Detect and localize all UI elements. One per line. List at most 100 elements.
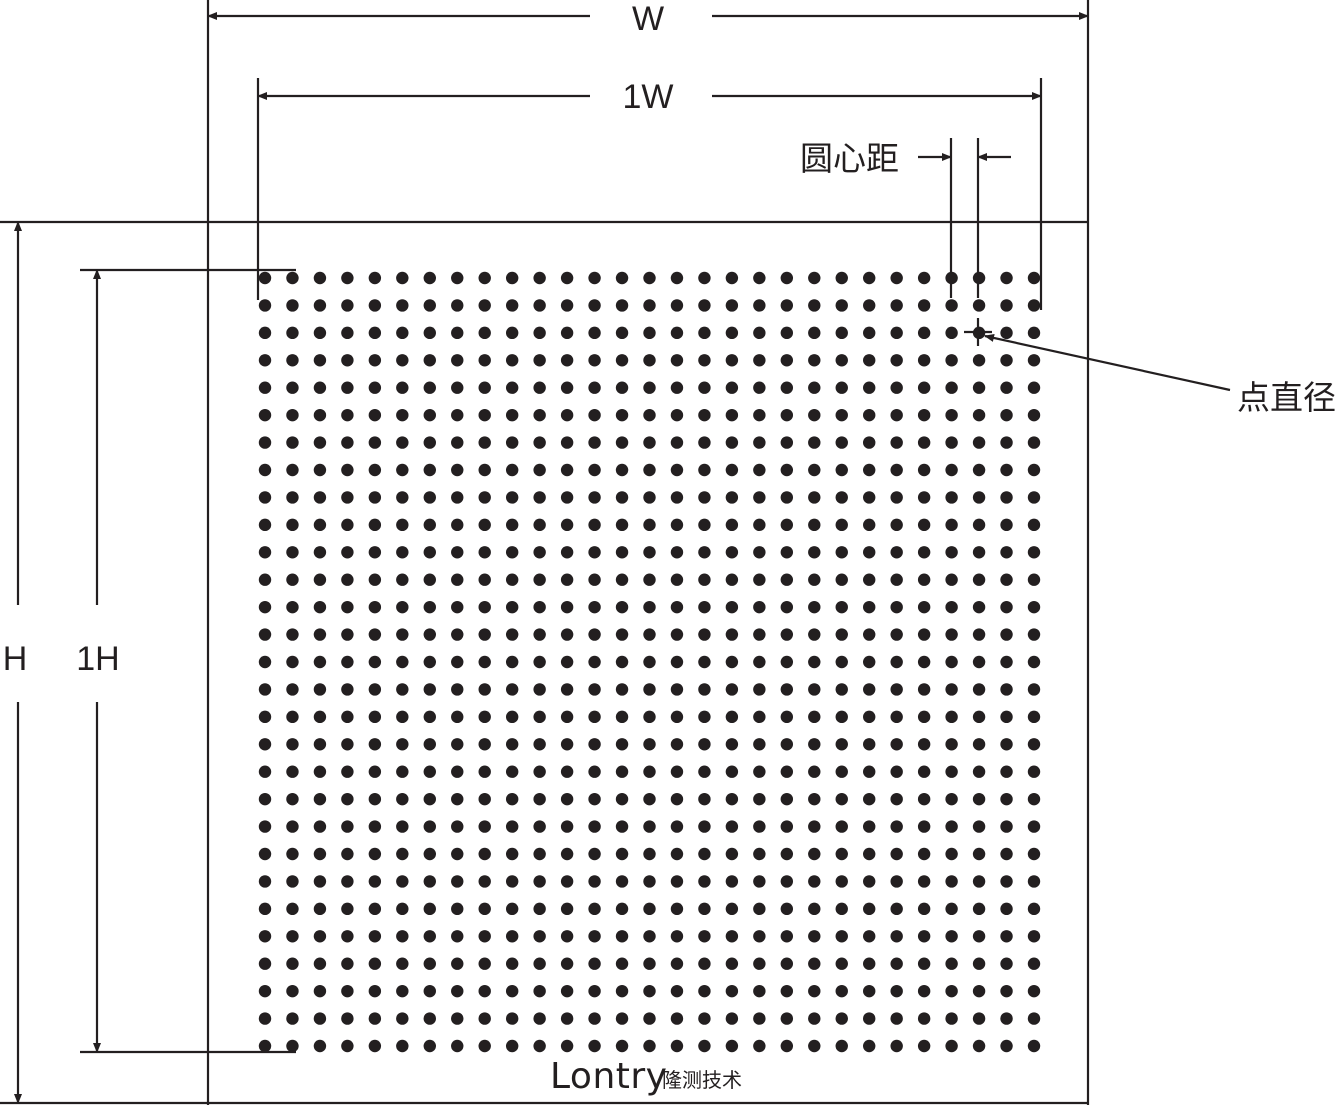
grid-dot (945, 1012, 958, 1025)
grid-dot (1000, 271, 1013, 285)
grid-dot (286, 957, 299, 970)
grid-dot (313, 271, 327, 285)
pattern-width-label: 1W (623, 78, 674, 116)
grid-dot (533, 628, 546, 641)
grid-dot (615, 655, 629, 669)
grid-dot (753, 1039, 766, 1053)
grid-dot (478, 655, 491, 669)
grid-dot (368, 930, 382, 943)
dot-diameter-label: 点直径 (1237, 378, 1336, 417)
grid-dot (725, 408, 739, 422)
grid-dot (560, 875, 574, 888)
grid-dot (313, 738, 327, 751)
grid-dot (396, 738, 409, 751)
grid-dot (945, 792, 958, 806)
grid-dot (478, 765, 491, 778)
grid-dot (808, 436, 821, 449)
grid-dot (890, 628, 903, 641)
grid-dot (451, 738, 464, 751)
grid-dot (478, 628, 491, 641)
grid-dot (917, 957, 931, 970)
pattern-width-dimension: 1W (256, 78, 1043, 310)
grid-dot (917, 902, 931, 916)
grid-dot (1027, 792, 1041, 806)
grid-dot (945, 628, 958, 641)
grid-dot (423, 354, 436, 367)
grid-dot (890, 600, 903, 614)
grid-dot (917, 573, 931, 586)
grid-dot (808, 1012, 821, 1025)
grid-dot (560, 683, 574, 696)
grid-dot (917, 299, 931, 312)
grid-dot (972, 1039, 986, 1053)
grid-dot (780, 1039, 794, 1053)
grid-dot (670, 491, 684, 504)
grid-dot (588, 299, 601, 312)
grid-dot (670, 463, 684, 477)
grid-dot (478, 326, 491, 340)
grid-dot (670, 820, 684, 833)
grid-dot (451, 354, 464, 367)
grid-dot (698, 436, 711, 449)
grid-dot (945, 600, 958, 614)
grid-dot (1000, 1039, 1013, 1053)
grid-dot (835, 820, 848, 833)
grid-dot (1000, 1012, 1013, 1025)
grid-dot (643, 1039, 656, 1053)
grid-dot (341, 491, 354, 504)
grid-dot (835, 738, 848, 751)
grid-dot (313, 930, 327, 943)
grid-dot (368, 655, 382, 669)
grid-dot (533, 436, 546, 449)
grid-dot (835, 655, 848, 669)
grid-dot (890, 738, 903, 751)
grid-dot (698, 573, 711, 586)
grid-dot (1000, 957, 1013, 970)
grid-dot (972, 463, 986, 477)
grid-dot (698, 1012, 711, 1025)
grid-dot (286, 354, 299, 367)
grid-dot (423, 984, 436, 998)
grid-dot (258, 436, 272, 449)
grid-dot (451, 1039, 464, 1053)
grid-dot (560, 1012, 574, 1025)
grid-dot (808, 875, 821, 888)
grid-dot (588, 792, 601, 806)
grid-dot (423, 792, 436, 806)
grid-dot (451, 573, 464, 586)
grid-dot (341, 628, 354, 641)
grid-dot (753, 957, 766, 970)
grid-dot (258, 930, 272, 943)
grid-dot (863, 875, 876, 888)
grid-dot (890, 518, 903, 532)
grid-dot (698, 1039, 711, 1053)
grid-dot (368, 463, 382, 477)
grid-dot (917, 930, 931, 943)
grid-dot (313, 683, 327, 696)
grid-dot (588, 546, 601, 559)
grid-dot (1027, 271, 1041, 285)
grid-dot (423, 573, 436, 586)
grid-dot (725, 792, 739, 806)
grid-dot (1000, 326, 1013, 340)
grid-dot (505, 847, 519, 861)
grid-dot (917, 436, 931, 449)
grid-dot (505, 957, 519, 970)
grid-dot (1027, 546, 1041, 559)
grid-dot (478, 1039, 491, 1053)
grid-dot (478, 984, 491, 998)
grid-dot (808, 326, 821, 340)
grid-dot (725, 600, 739, 614)
grid-dot (1027, 984, 1041, 998)
grid-dot (313, 820, 327, 833)
grid-dot (753, 738, 766, 751)
grid-dot (835, 875, 848, 888)
grid-dot (917, 683, 931, 696)
grid-dot (698, 271, 711, 285)
grid-dot (615, 326, 629, 340)
grid-dot (643, 738, 656, 751)
grid-dot (808, 847, 821, 861)
grid-dot (588, 820, 601, 833)
grid-dot (808, 738, 821, 751)
grid-dot (396, 957, 409, 970)
